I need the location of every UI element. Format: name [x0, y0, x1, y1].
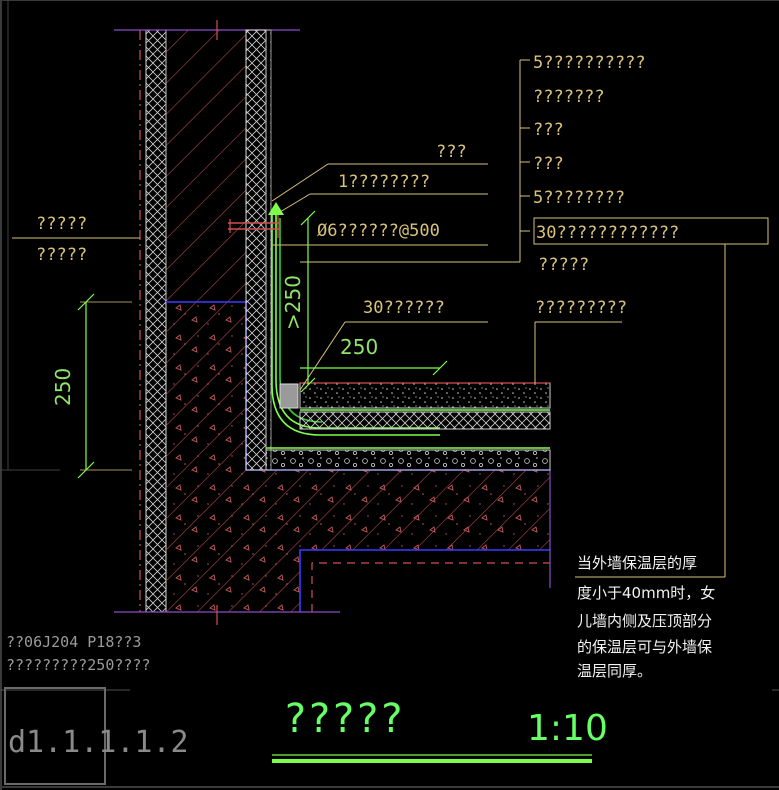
- drawing-scale: 1:10: [527, 708, 608, 749]
- note-line-3: 儿墙内侧及压顶部分: [577, 612, 712, 630]
- inner-insulation-layer: [245, 29, 272, 471]
- brick-parapet-wall: [165, 29, 247, 303]
- note-line-4: 的保温层可与外墙保: [577, 638, 712, 656]
- label-4: ???: [533, 154, 564, 174]
- label-6: 30????????????: [536, 223, 679, 243]
- label-9: 1????????: [338, 172, 430, 192]
- label-8: ???: [436, 142, 467, 162]
- dimension-slope: >250: [281, 275, 305, 330]
- design-note: 当外墙保温层的厚 度小于40mm时，女 儿墙内侧及压顶部分 的保温层可与外墙保 …: [577, 554, 715, 680]
- dimension-horizontal: 250: [340, 335, 378, 359]
- dimension-lines: [77, 210, 448, 479]
- note-line-5: 温层同厚。: [577, 662, 652, 680]
- label-1: 5??????????: [533, 53, 646, 73]
- label-5: 5????????: [533, 188, 625, 208]
- label-3: ???: [533, 120, 564, 140]
- note-line-2: 度小于40mm时，女: [577, 584, 715, 602]
- drawing-title: ?????: [283, 696, 403, 742]
- note-line-1: 当外墙保温层的厚: [577, 554, 697, 572]
- sheet-id: d1.1.1.1.2: [8, 725, 189, 760]
- title-block: d1.1.1.1.2 ????? 1:10: [4, 687, 608, 785]
- reference-line-2: ?????????250????: [6, 656, 151, 674]
- outer-insulation-layer: [139, 29, 167, 613]
- reference-line-1: ??06J204 P18??3: [6, 633, 141, 651]
- roof-layers: [265, 382, 551, 471]
- label-11: 30??????: [363, 298, 445, 318]
- label-2: ???????: [533, 87, 605, 107]
- label-10: Ø6??????@500: [317, 221, 440, 241]
- label-7: ?????: [538, 255, 589, 275]
- dimension-left: 250: [51, 368, 75, 406]
- label-13: ?????: [36, 214, 87, 234]
- label-12: ?????????: [535, 298, 627, 318]
- label-14: ?????: [36, 245, 87, 265]
